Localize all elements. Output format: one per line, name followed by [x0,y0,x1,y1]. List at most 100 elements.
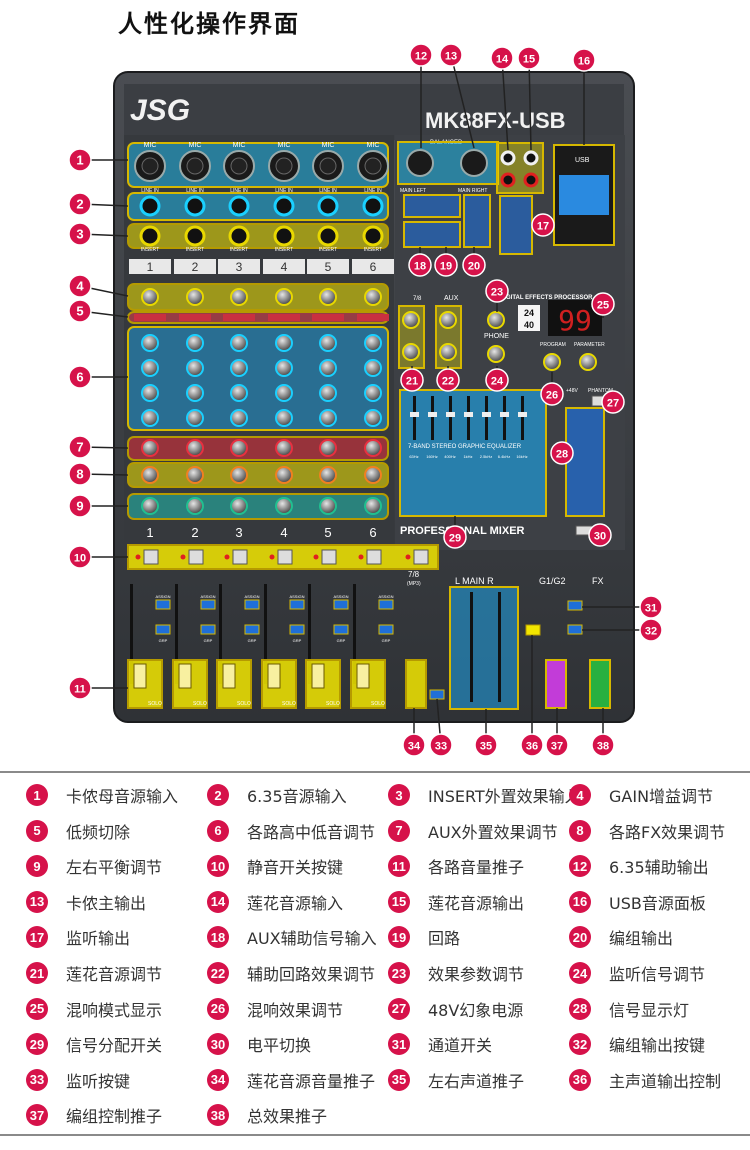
legend-text: AUX辅助信号输入 [247,929,377,949]
callout-number: 29 [449,533,461,545]
group-button [155,624,171,635]
channel-number-bottom: 4 [280,525,287,540]
grp-label: GRP [204,638,213,643]
line-in-label: LINE IN [364,188,382,194]
digital-effects-label: DIGITAL EFFECTS PROCESSOR [500,295,593,301]
assign-button [289,599,305,610]
callout-number: 20 [468,261,480,273]
legend-text: 效果参数调节 [428,965,525,984]
callout-badge [517,46,541,70]
callout-badge [485,368,509,392]
legend-text: 莲花音源输入 [247,893,344,913]
callout-number: 12 [415,51,427,63]
legend-text: 静音开关按键 [247,858,344,878]
eq-knob [275,409,293,427]
solo-label: SOLO [371,701,385,707]
insert-jack [273,225,295,247]
line-jack [362,195,384,217]
gain-knob [230,288,248,306]
callout-badge [572,48,596,72]
eq-freq-label: 6.4kHz [498,454,510,459]
legend-text: 回路 [428,929,461,949]
callout-badge [639,618,663,642]
group-fader [545,659,567,709]
callout-badge [545,733,569,757]
channel-number: 6 [370,260,377,274]
panel-knob [439,311,457,329]
xlr-jack-inner [141,157,159,175]
callout-number: 21 [406,376,418,388]
aux-knob [275,439,293,457]
line-in-label: LINE IN [230,188,248,194]
assign-label: ASSIGN [378,594,393,599]
aux-in-box [403,221,461,248]
usb-display [559,175,609,215]
channel-number-bottom: 1 [146,525,153,540]
graphic-eq [399,389,547,517]
callout-number: 26 [546,390,558,402]
legend-number: 4 [569,784,591,806]
legend-number: 30 [207,1033,229,1056]
main-fader-track-right [498,592,501,702]
gain-band [127,283,389,311]
legend-number: 24 [569,962,591,984]
pan-knob [319,497,337,515]
callout-badge [68,222,92,246]
parameter-label: PARAMETER [574,342,605,348]
fader-track [219,584,222,684]
fx-knob [230,466,248,484]
legend-text: 监听按键 [66,1071,131,1091]
fx-knob [275,466,293,484]
channel-number: 1 [147,260,154,274]
callout-number: 35 [480,741,492,753]
channel-switch [567,600,583,611]
mic-label: MIC [278,142,291,149]
gain-knob [275,288,293,306]
gain-knob [364,288,382,306]
main-out-left-xlr [406,149,434,177]
low-cut-switch [134,314,166,321]
legend-number: 35 [388,1068,410,1091]
level-meter [565,407,605,517]
gain-knob [141,288,159,306]
group-button [244,624,260,635]
legend-text: 卡侬母音源输入 [66,787,179,806]
legend-text: 信号显示灯 [609,1000,690,1020]
channel-number: 3 [236,260,243,274]
legend-text: 编组输出 [609,929,674,949]
channel-number: 4 [281,260,288,274]
callout-badge [540,382,564,406]
mute-led [135,554,141,560]
channel-number-strip [129,259,171,274]
low-cut-band [127,311,389,324]
callout-badge [68,462,92,486]
eq-knob [364,334,382,352]
mute-button [413,549,429,565]
legend-number: 17 [26,926,48,949]
mute-led [224,554,230,560]
insert-label: INSERT [364,247,382,253]
callout-number: 28 [556,449,568,461]
panel-knob [579,353,597,371]
callout-badge [402,733,426,757]
group-button [333,624,349,635]
fader-track [308,584,311,684]
callout-badge [601,390,625,414]
line-in-label: LINE IN [186,188,204,194]
callout-badge [443,525,467,549]
callout-badge [68,365,92,389]
solo-label: SOLO [326,701,340,707]
callout-number: 9 [76,499,83,514]
callout-number: 31 [645,603,657,615]
callout-number: 34 [408,741,421,753]
pan-knob [141,497,159,515]
callout-badge [462,253,486,277]
callout-number: 33 [435,741,447,753]
